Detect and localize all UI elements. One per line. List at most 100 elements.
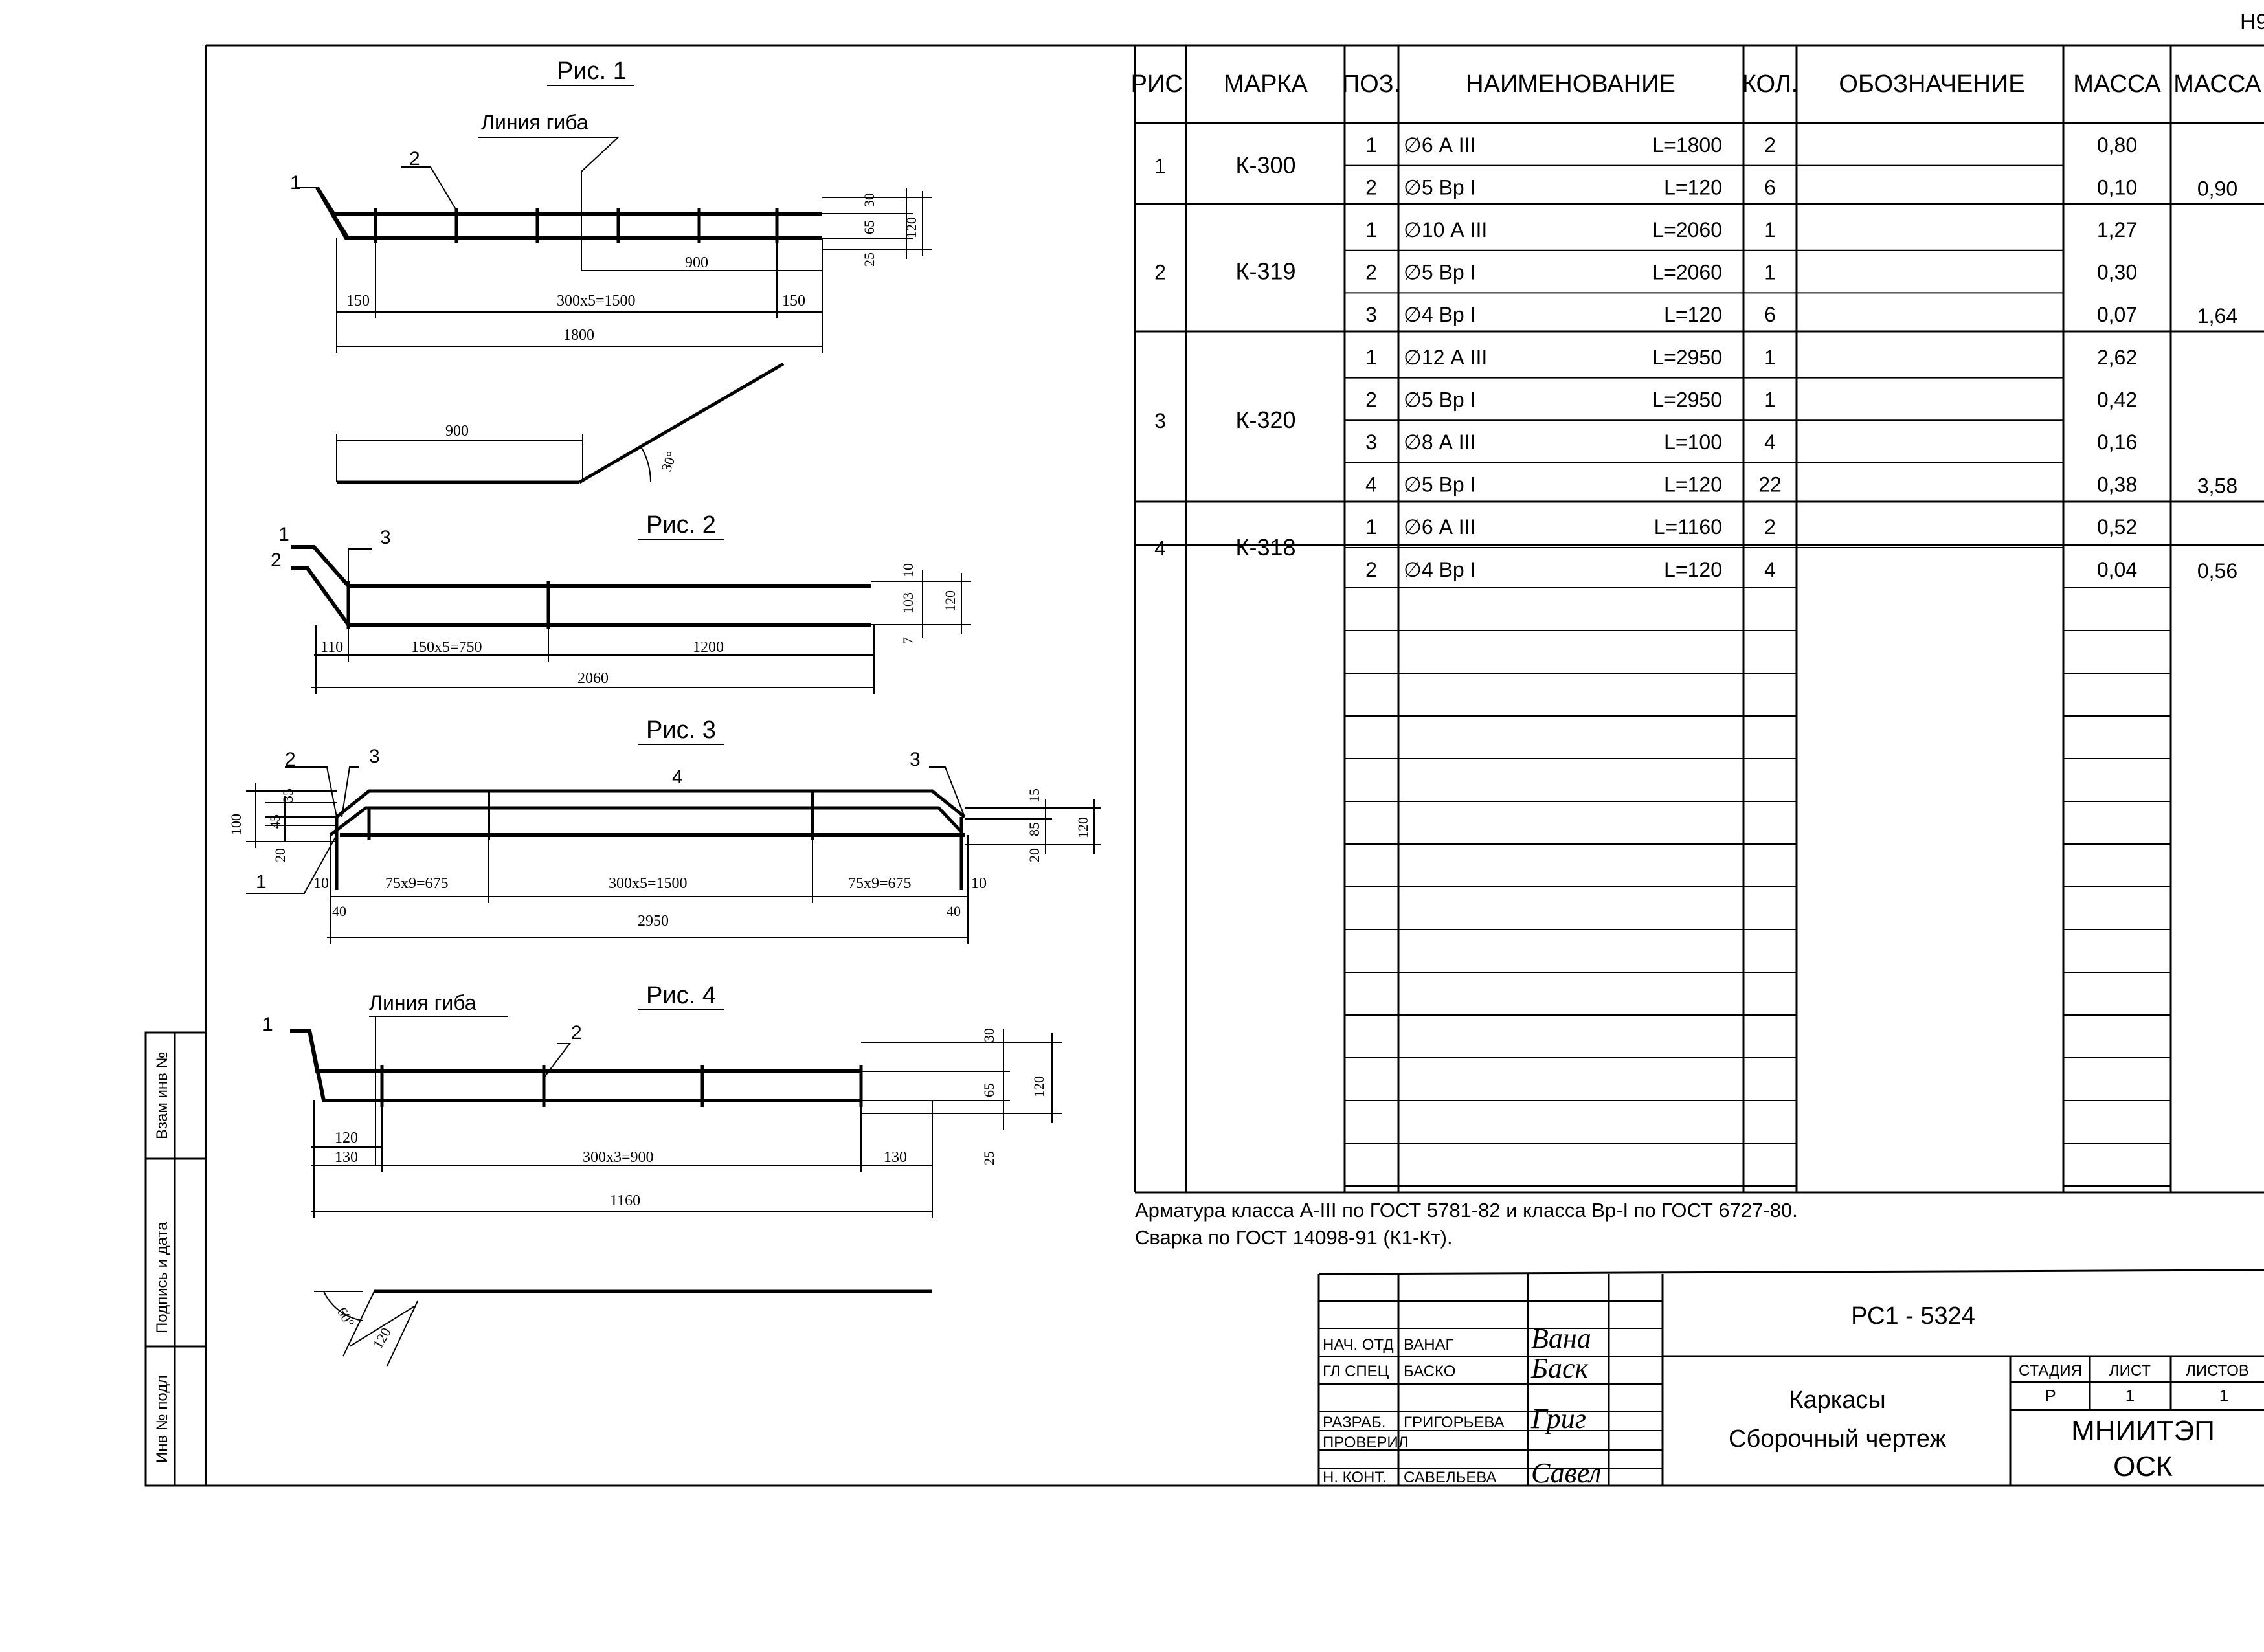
group-fig: 3 xyxy=(1154,409,1166,432)
row-mass: 0,30 xyxy=(2097,261,2137,284)
row-length: L=2950 xyxy=(1652,346,1722,369)
fig1-dim-30: 30 xyxy=(861,193,877,207)
row-mass: 0,42 xyxy=(2097,388,2137,411)
fig4-bend-dim-120: 120 xyxy=(370,1324,394,1351)
group-total-mass: 1,64 xyxy=(2197,304,2237,328)
role-norm-control: Н. КОНТ. xyxy=(1323,1469,1387,1486)
fig1-callout-2: 2 xyxy=(409,148,420,170)
role-head-dept: НАЧ. ОТД xyxy=(1323,1336,1394,1354)
fig1-angle-30: 30° xyxy=(658,449,680,474)
row-qty: 1 xyxy=(1764,218,1776,241)
fig1-dim-120: 120 xyxy=(903,217,919,238)
fig4-dim-900: 300x3=900 xyxy=(583,1149,654,1166)
side-stamp-label-3: Инв № подл xyxy=(153,1375,171,1463)
row-qty: 1 xyxy=(1764,346,1776,369)
fig4-dim-30: 30 xyxy=(981,1028,997,1042)
fig3-callout-1: 1 xyxy=(256,871,267,893)
fig4-callout-2: 2 xyxy=(571,1022,582,1044)
group-mark: К-320 xyxy=(1235,407,1295,433)
fig3-dim-120: 120 xyxy=(1075,817,1091,838)
fig4-dim-120: 120 xyxy=(1031,1076,1047,1097)
row-name: ∅10 А III xyxy=(1404,218,1487,241)
group-total-mass: 0,90 xyxy=(2197,177,2237,200)
fig2-title: Рис. 2 xyxy=(646,511,716,539)
row-name: ∅5 Вр I xyxy=(1404,175,1475,199)
fig2-dim-110: 110 xyxy=(320,639,343,656)
doc-code: РС1 - 5324 xyxy=(1851,1302,1975,1330)
group-fig: 1 xyxy=(1154,155,1166,178)
group-total-mass: 0,56 xyxy=(2197,559,2237,583)
role-checked: ПРОВЕРИЛ xyxy=(1323,1434,1408,1451)
table-header-2: ПОЗ. xyxy=(1342,71,1400,98)
fig1-dim-25: 25 xyxy=(861,252,877,267)
row-qty: 2 xyxy=(1764,133,1776,157)
table-header-5: ОБОЗНАЧЕНИЕ xyxy=(1839,71,2024,98)
row-name: ∅5 Вр I xyxy=(1404,261,1475,284)
row-name: ∅5 Вр I xyxy=(1404,388,1475,411)
row-pos: 3 xyxy=(1365,303,1377,326)
row-qty: 6 xyxy=(1764,303,1776,326)
fig3-title: Рис. 3 xyxy=(646,717,716,744)
fig4-angle-60: 60° xyxy=(334,1304,358,1330)
row-mass: 0,52 xyxy=(2097,515,2137,539)
fig3-dim-100: 100 xyxy=(228,814,244,835)
fig1-bend-line-label: Линия гиба xyxy=(481,111,588,134)
corner-mark: Н9 xyxy=(2240,10,2264,34)
figure-2: Рис. 2 1 2 3 110 150x5=750 xyxy=(271,511,971,694)
row-name: ∅5 Вр I xyxy=(1404,473,1475,497)
fig1-dim-150b: 150 xyxy=(782,293,805,309)
row-qty: 1 xyxy=(1764,388,1776,411)
row-mass: 0,80 xyxy=(2097,133,2137,157)
fig4-dim-1160: 1160 xyxy=(610,1192,640,1209)
fig4-dim-130b: 130 xyxy=(884,1149,907,1166)
signature-developer: Григ xyxy=(1530,1403,1586,1434)
row-length: L=2060 xyxy=(1652,218,1722,241)
fig2-dim-103: 103 xyxy=(900,592,916,614)
fig1-dim-900: 900 xyxy=(685,254,708,271)
fig2-callout-2: 2 xyxy=(271,550,282,571)
sheet-value: 1 xyxy=(2125,1386,2135,1405)
table-header-3: НАИМЕНОВАНИЕ xyxy=(1466,71,1676,98)
stage-header: СТАДИЯ xyxy=(2019,1362,2082,1379)
row-name: ∅4 Вр I xyxy=(1404,558,1475,581)
fig2-dim-2060: 2060 xyxy=(577,670,609,687)
fig4-dim-130a: 130 xyxy=(335,1149,358,1166)
sheets-value: 1 xyxy=(2219,1386,2228,1405)
row-length: L=1160 xyxy=(1654,515,1722,539)
row-pos: 2 xyxy=(1365,175,1377,199)
row-qty: 2 xyxy=(1764,515,1776,539)
fig2-dim-750: 150x5=750 xyxy=(411,639,482,656)
row-qty: 1 xyxy=(1764,261,1776,284)
org-name-line2: ОСК xyxy=(2113,1451,2173,1482)
row-name: ∅12 А III xyxy=(1404,346,1487,369)
fig3-callout-2: 2 xyxy=(285,749,296,770)
fig3-dim-10a: 10 xyxy=(313,875,329,892)
row-length: L=2950 xyxy=(1652,388,1722,411)
fig4-title: Рис. 4 xyxy=(646,982,716,1009)
row-qty: 22 xyxy=(1758,473,1782,497)
title-block: НАЧ. ОТД ВАНАГ ГЛ СПЕЦ БАСКО РАЗРАБ. ГРИ… xyxy=(1317,1269,2264,1489)
fig1-dim-150a: 150 xyxy=(346,293,370,309)
row-name: ∅6 А III xyxy=(1404,515,1475,539)
group-fig: 4 xyxy=(1154,537,1166,560)
fig4-callout-1: 1 xyxy=(262,1014,273,1035)
fig2-callout-3: 3 xyxy=(380,527,391,548)
name-head-dept: ВАНАГ xyxy=(1404,1336,1454,1354)
table-header-0: РИС. xyxy=(1131,71,1190,98)
fig1-dim-1800: 1800 xyxy=(563,327,594,344)
row-length: L=120 xyxy=(1664,558,1722,581)
fig3-callout-3a: 3 xyxy=(369,746,380,767)
role-developer: РАЗРАБ. xyxy=(1323,1414,1385,1431)
fig3-dim-20a: 20 xyxy=(272,848,288,862)
fig2-dim-7: 7 xyxy=(900,637,916,644)
fig3-dim-40b: 40 xyxy=(947,903,961,919)
fig3-dim-15: 15 xyxy=(1026,788,1042,803)
fig3-dim-35: 35 xyxy=(280,788,296,803)
table-header-7: МАССА xyxy=(2173,71,2261,98)
figure-3: Рис. 3 xyxy=(228,717,1101,944)
row-pos: 2 xyxy=(1365,261,1377,284)
fig3-dim-40a: 40 xyxy=(332,903,346,919)
group-mark: К-300 xyxy=(1235,152,1295,179)
fig1-dim-1500: 300x5=1500 xyxy=(557,293,636,309)
